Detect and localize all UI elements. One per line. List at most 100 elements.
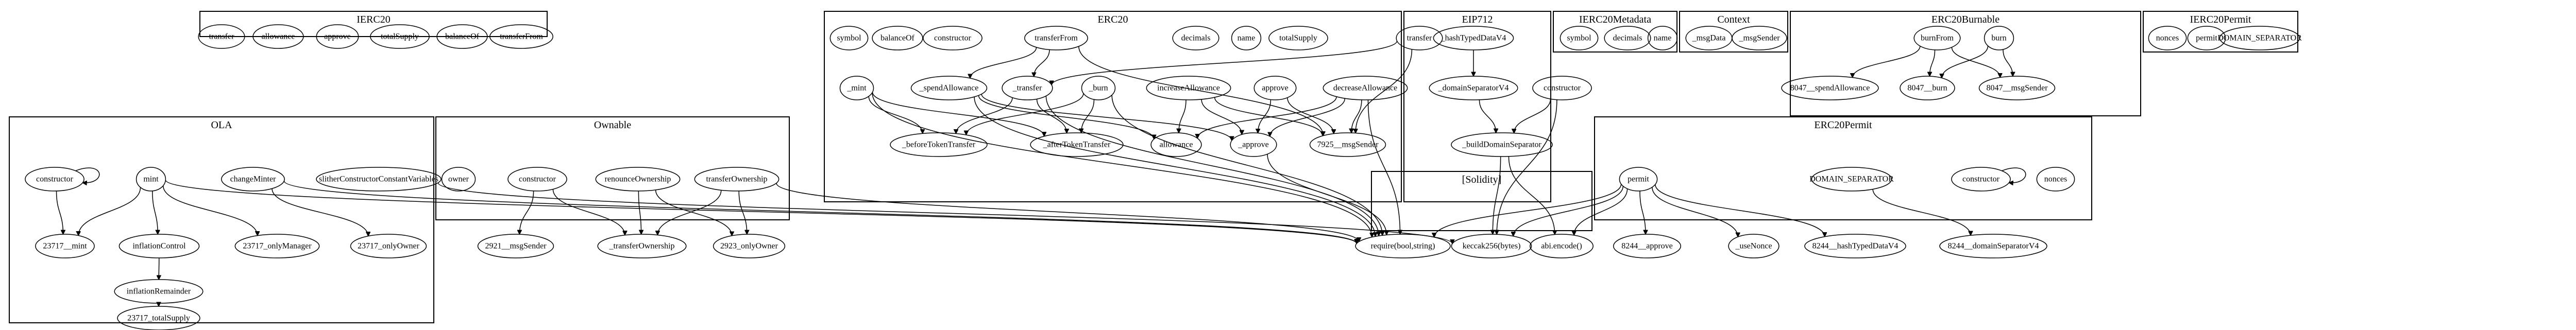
node-e-approve[interactable]: approve: [1253, 76, 1297, 100]
node-label: _mint: [846, 84, 867, 93]
node-o-mint[interactable]: mint: [135, 167, 166, 192]
node-o-constructor[interactable]: constructor: [25, 167, 84, 192]
node-ellipse: [1355, 234, 1451, 258]
node-p-constructor[interactable]: constructor: [1532, 76, 1592, 100]
node-label: _approve: [1238, 141, 1269, 149]
node-ellipse: [118, 234, 200, 258]
edge-w-constructor-to-w-transferownershipint: [552, 189, 624, 235]
cluster-label: ERC20: [1098, 14, 1128, 25]
node-label: transferFrom: [1035, 34, 1078, 43]
node-r-domain-separator[interactable]: DOMAIN_SEPARATOR: [1809, 167, 1894, 192]
node-label: balanceOf: [445, 32, 479, 41]
node-i-approve[interactable]: approve: [316, 24, 359, 49]
node-w-renounce[interactable]: renounceOwnership: [595, 167, 681, 192]
edge-r-permit-to-r-usenonce: [1652, 187, 1738, 237]
node-b-burn[interactable]: burn: [1984, 26, 2014, 50]
node-o-onlymanager[interactable]: 23717_onlyManager: [234, 234, 320, 258]
edge-b-burnfrom-to-b-burnint: [1929, 49, 1936, 76]
cluster-box: [824, 11, 1402, 202]
node-e-approveint[interactable]: _approve: [1230, 132, 1277, 157]
node-label: _msgData: [1692, 34, 1726, 43]
node-e-balanceof[interactable]: balanceOf: [872, 26, 923, 50]
node-c-msgdata[interactable]: _msgData: [1685, 26, 1733, 50]
node-r-approve[interactable]: 8244__approve: [1613, 234, 1682, 258]
node-i-transferfrom[interactable]: transferFrom: [489, 24, 553, 49]
node-ellipse: [1728, 234, 1780, 258]
node-o-totalsupply[interactable]: 23717_totalSupply: [117, 306, 200, 330]
node-e-decimals[interactable]: decimals: [1172, 26, 1219, 50]
node-e-allowance[interactable]: allowance: [1150, 132, 1202, 157]
cluster-ierc20: IERC20: [199, 11, 548, 37]
node-ellipse: [694, 167, 779, 192]
node-s-keccak[interactable]: keccak256(bytes): [1451, 234, 1532, 258]
node-e-beforetokentransfer[interactable]: _beforeTokenTransfer: [890, 132, 988, 157]
node-e-symbol[interactable]: symbol: [829, 26, 869, 50]
node-o-onlyowner[interactable]: 23717_onlyOwner: [350, 234, 427, 258]
cluster-solidity: [Solidity]: [1371, 171, 1592, 231]
node-r-constructor[interactable]: constructor: [1951, 167, 2011, 192]
node-w-constructor[interactable]: constructor: [507, 167, 567, 192]
cluster-erc20: ERC20: [824, 11, 1402, 202]
node-label: 8047__burn: [1907, 84, 1947, 93]
node-i-totalsupply[interactable]: totalSupply: [370, 24, 430, 49]
node-s-abiencode[interactable]: abi.encode(): [1530, 234, 1594, 258]
node-o-slither[interactable]: slitherConstructorConstantVariables: [316, 167, 442, 192]
node-e-spendallowance[interactable]: _spendAllowance: [910, 76, 988, 100]
node-m-decimals[interactable]: decimals: [1604, 26, 1651, 50]
node-p-builddomainseparator[interactable]: _buildDomainSeparator: [1451, 132, 1553, 157]
node-o-changeminter[interactable]: changeMinter: [221, 167, 285, 192]
cluster-ownable: Ownable: [435, 116, 790, 220]
node-i-balanceof[interactable]: balanceOf: [436, 24, 488, 49]
node-ip-domain-separator[interactable]: DOMAIN_SEPARATOR: [2217, 26, 2302, 50]
node-label: _domainSeparatorV4: [1438, 84, 1509, 93]
node-o-inflationcontrol[interactable]: inflationControl: [118, 234, 200, 258]
node-r-nonces[interactable]: nonces: [2036, 167, 2075, 192]
node-e-msgsender[interactable]: 7925__msgSender: [1309, 132, 1386, 157]
node-e-increaseallowance[interactable]: increaseAllowance: [1146, 76, 1231, 100]
node-o-inflationremainder[interactable]: inflationRemainder: [114, 279, 204, 304]
node-b-burnint[interactable]: 8047__burn: [1900, 76, 1955, 100]
node-o-mintint[interactable]: 23717__mint: [35, 234, 95, 258]
node-ellipse: [1150, 132, 1202, 157]
node-b-spendallowance[interactable]: 8047__spendAllowance: [1781, 76, 1879, 100]
node-m-name[interactable]: name: [1647, 26, 1678, 50]
node-ellipse: [1900, 76, 1955, 100]
node-e-burn[interactable]: _burn: [1081, 76, 1116, 100]
node-label: _useNonce: [1735, 242, 1772, 251]
node-e-name[interactable]: name: [1231, 26, 1262, 50]
node-b-burnfrom[interactable]: burnFrom: [1913, 26, 1961, 50]
node-s-require[interactable]: require(bool,string): [1355, 234, 1451, 258]
edge-b-burnfrom-to-b-spendallowance: [1853, 46, 1921, 77]
node-p-domainseparatorv4[interactable]: _domainSeparatorV4: [1429, 76, 1518, 100]
node-c-msgsender[interactable]: _msgSender: [1732, 26, 1787, 50]
node-w-owner[interactable]: owner: [441, 167, 476, 192]
node-e-mint[interactable]: _mint: [839, 76, 874, 100]
node-w-onlyowner[interactable]: 2923_onlyOwner: [713, 234, 786, 258]
node-e-transferfrom[interactable]: transferFrom: [1024, 26, 1088, 50]
node-r-usenonce[interactable]: _useNonce: [1728, 234, 1780, 258]
node-e-decreaseallowance[interactable]: decreaseAllowance: [1323, 76, 1408, 100]
edge-p-builddomainseparator-to-s-keccak: [1493, 156, 1501, 234]
node-p-hashtypeddatav4[interactable]: _hashTypedDataV4: [1433, 26, 1514, 50]
node-e-constructor[interactable]: constructor: [923, 26, 982, 50]
node-r-domainseparatorv4[interactable]: 8244__domainSeparatorV4: [1939, 234, 2047, 258]
node-i-transfer[interactable]: transfer: [198, 24, 245, 49]
node-w-transferownershipint[interactable]: _transferOwnership: [597, 234, 687, 258]
node-b-msgsender[interactable]: 8047__msgSender: [1978, 76, 2056, 100]
node-ip-nonces[interactable]: nonces: [2148, 26, 2187, 50]
node-w-msgsender[interactable]: 2921__msgSender: [477, 234, 554, 258]
node-e-totalsupply[interactable]: totalSupply: [1268, 26, 1328, 50]
node-e-transfer[interactable]: transfer: [1396, 26, 1443, 50]
node-e-aftertokentransfer[interactable]: _afterTokenTransfer: [1030, 132, 1124, 157]
node-label: constructor: [519, 175, 556, 184]
node-r-hashtypeddatav4[interactable]: 8244__hashTypedDataV4: [1804, 234, 1906, 258]
node-label: nonces: [2044, 175, 2067, 184]
node-m-symbol[interactable]: symbol: [1560, 26, 1599, 50]
node-r-permit[interactable]: permit: [1619, 167, 1658, 192]
edge-o-changeminter-to-s-require: [283, 181, 1357, 244]
node-ip-permit[interactable]: permit: [2187, 26, 2226, 50]
node-e-transferint[interactable]: _transfer: [1002, 76, 1053, 100]
node-w-transferownership[interactable]: transferOwnership: [694, 167, 779, 192]
node-ellipse: [2036, 167, 2075, 192]
node-i-allowance[interactable]: allowance: [252, 24, 304, 49]
